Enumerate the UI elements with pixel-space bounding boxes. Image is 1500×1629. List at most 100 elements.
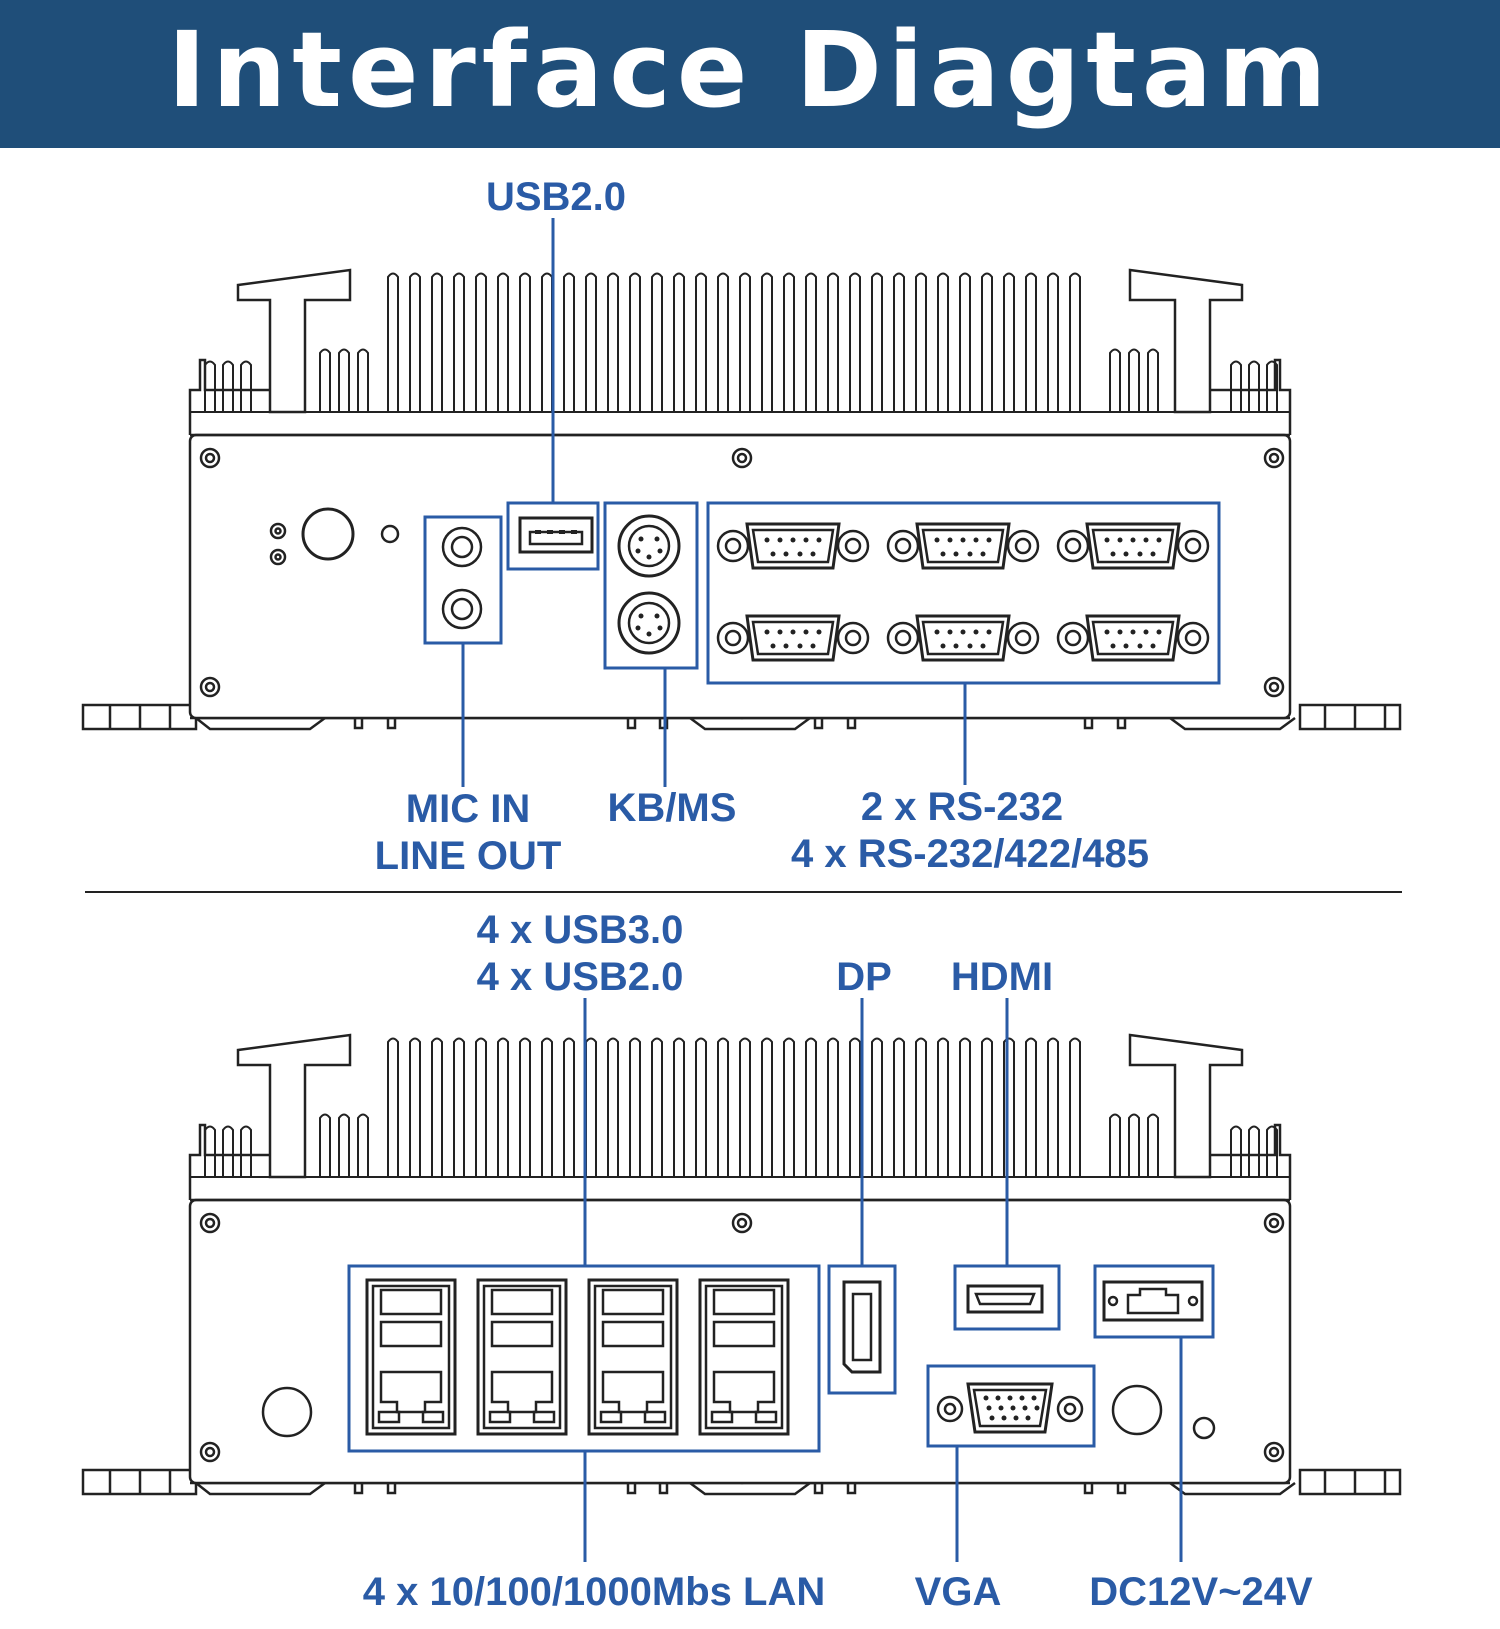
heatsink-fin: [1266, 1125, 1278, 1177]
heatsink-fin: [409, 272, 421, 412]
heatsink-fin: [1025, 1037, 1037, 1177]
title-banner: Interface Diagtam: [0, 0, 1500, 148]
mounting-holes-icon: [261, 1384, 1216, 1440]
heatsink-fin: [1128, 348, 1140, 412]
label-dc: DC12V~24V: [1089, 1570, 1313, 1614]
heatsink-fin: [338, 1113, 350, 1177]
heatsink-fin: [805, 1037, 817, 1177]
heatsink-fin: [1230, 1125, 1242, 1177]
label-mic-in: MIC IN: [406, 787, 530, 831]
label-kb-ms: KB/MS: [608, 786, 737, 830]
heatsink-fin: [1047, 1037, 1059, 1177]
label-usb2: USB2.0: [486, 175, 626, 219]
heatsink-fin: [204, 1125, 216, 1177]
label-lan: 4 x 10/100/1000Mbs LAN: [363, 1570, 825, 1614]
heatsink-fin: [1047, 272, 1059, 412]
hdmi-icon: [966, 1284, 1044, 1314]
heatsink-fin: [651, 1037, 663, 1177]
displayport-icon: [842, 1280, 882, 1374]
heatsink-fin: [497, 1037, 509, 1177]
bottom-leader-lines: [583, 998, 1183, 1562]
heatsink-fin: [357, 348, 369, 412]
heatsink-fin: [1109, 1113, 1121, 1177]
heatsink-fin: [959, 1037, 971, 1177]
heatsink-fin: [651, 272, 663, 412]
heatsink-fin: [783, 1037, 795, 1177]
dc-jack-icon: [1102, 1280, 1204, 1322]
heatsink-fin: [1147, 1113, 1159, 1177]
heatsink-fins-bottom: [190, 1037, 1290, 1178]
heatsink-fin: [563, 272, 575, 412]
label-dp: DP: [836, 955, 892, 999]
heatsink-fin: [319, 348, 331, 412]
heatsink-fin: [915, 1037, 927, 1177]
heatsink-fin: [1069, 272, 1081, 412]
heatsink-fin: [607, 1037, 619, 1177]
heatsink-fin: [1109, 348, 1121, 412]
heatsink-fin: [871, 1037, 883, 1177]
label-rs232: 2 x RS-232: [861, 785, 1063, 829]
heatsink-fin: [783, 272, 795, 412]
page-title: Interface Diagtam: [167, 9, 1333, 131]
heatsink-fin: [1248, 1125, 1260, 1177]
heatsink-fin: [629, 272, 641, 412]
bottom-panel-chassis: [81, 1033, 1402, 1496]
ps2-callout-box: [603, 501, 699, 670]
heatsink-fin: [1266, 360, 1278, 412]
vga-port-icon: [936, 1382, 1084, 1434]
heatsink-fin: [871, 272, 883, 412]
heatsink-fin: [849, 1037, 861, 1177]
heatsink-fin: [937, 272, 949, 412]
heatsink-fin: [338, 348, 350, 412]
label-usb2-bottom: 4 x USB2.0: [477, 955, 684, 999]
heatsink-fin: [717, 1037, 729, 1177]
heatsink-fin: [827, 272, 839, 412]
heatsink-fin: [497, 272, 509, 412]
dc-callout-box: [1093, 1264, 1215, 1339]
heatsink-fin: [1147, 348, 1159, 412]
heatsink-fin: [695, 1037, 707, 1177]
heatsink-fin: [629, 1037, 641, 1177]
heatsink-fin: [204, 360, 216, 412]
heatsink-fin: [607, 272, 619, 412]
heatsink-fin: [1069, 1037, 1081, 1177]
heatsink-fin: [893, 272, 905, 412]
vga-callout-box: [926, 1364, 1096, 1448]
heatsink-fin: [541, 1037, 553, 1177]
heatsink-fin: [387, 272, 399, 412]
heatsink-fin: [563, 1037, 575, 1177]
heatsink-fin: [475, 1037, 487, 1177]
heatsink-fin: [319, 1113, 331, 1177]
heatsink-fin: [357, 1113, 369, 1177]
heatsink-fin: [519, 272, 531, 412]
heatsink-fin: [695, 272, 707, 412]
heatsink-fin: [959, 272, 971, 412]
heatsink-fin: [519, 1037, 531, 1177]
heatsink-fin: [240, 1125, 252, 1177]
heatsink-fin: [673, 272, 685, 412]
top-leader-lines: [461, 218, 967, 787]
audio-jacks-icon: [441, 526, 483, 630]
heatsink-fin: [673, 1037, 685, 1177]
heatsink-fin: [1003, 272, 1015, 412]
heatsink-fin: [387, 1037, 399, 1177]
usb2-port-icon: [518, 516, 594, 554]
heatsink-fin: [541, 272, 553, 412]
heatsink-fin: [849, 272, 861, 412]
heatsink-fin: [739, 1037, 751, 1177]
heatsink-fin: [761, 272, 773, 412]
label-rs485: 4 x RS-232/422/485: [791, 832, 1149, 876]
heatsink-fin: [431, 1037, 443, 1177]
heatsink-fin: [717, 272, 729, 412]
heatsink-fin: [453, 1037, 465, 1177]
label-vga: VGA: [915, 1570, 1002, 1614]
heatsink-fin: [1248, 360, 1260, 412]
heatsink-fin: [453, 272, 465, 412]
heatsink-fin: [222, 1125, 234, 1177]
power-button-icon: [269, 507, 400, 566]
heatsink-fin: [915, 272, 927, 412]
heatsink-fin: [1025, 272, 1037, 412]
heatsink-fin: [240, 360, 252, 412]
heatsink-fin: [805, 272, 817, 412]
